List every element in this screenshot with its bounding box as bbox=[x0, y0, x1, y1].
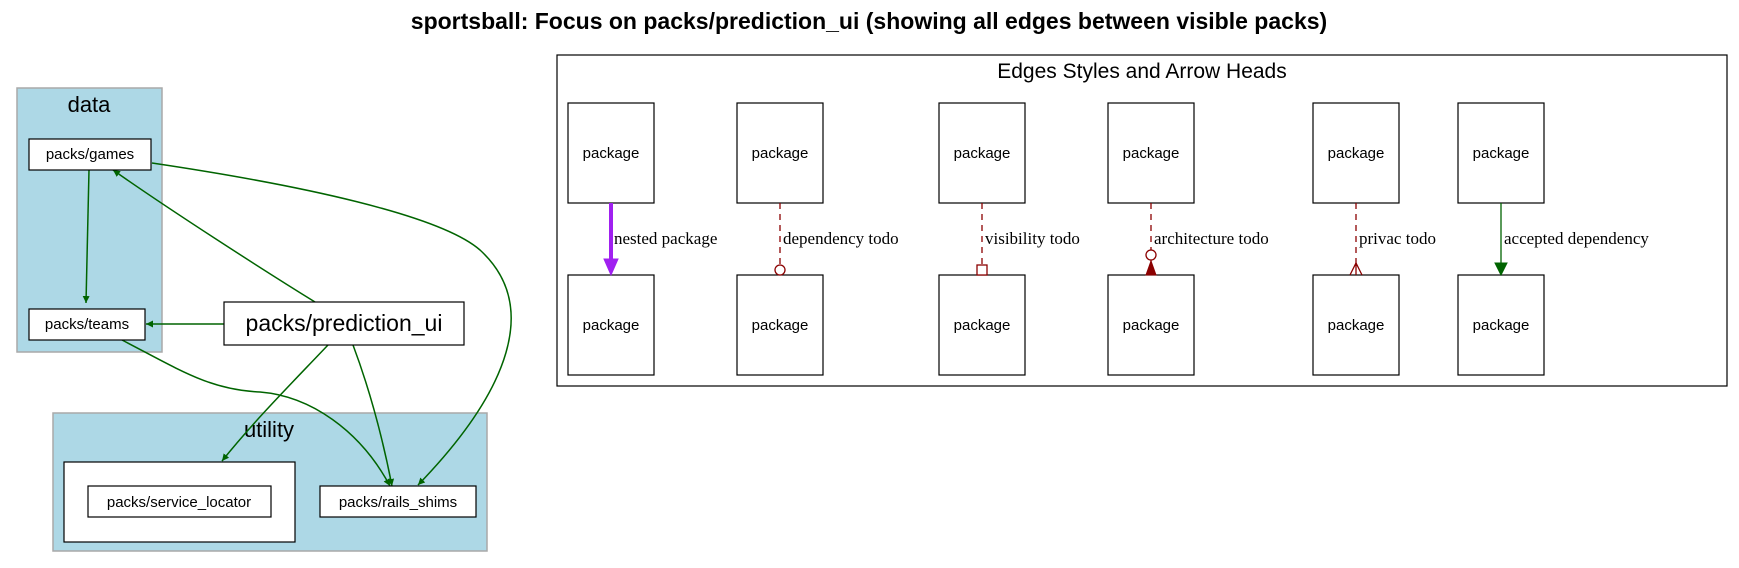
node-service-locator[interactable]: packs/service_locator bbox=[87, 485, 272, 518]
edge-games-teams bbox=[82, 169, 90, 304]
legend-package-top bbox=[1107, 102, 1195, 204]
legend-package-label: package bbox=[1123, 317, 1180, 334]
legend-package-label: package bbox=[583, 145, 640, 162]
node-games-label: packs/games bbox=[46, 146, 134, 163]
legend-item-architecture-todo: package package architecture todo bbox=[1107, 102, 1269, 376]
legend-package-label: package bbox=[1473, 145, 1530, 162]
node-service-locator-label: packs/service_locator bbox=[107, 494, 251, 511]
arrow-head-odot-normal bbox=[1145, 249, 1157, 276]
legend-package-label: package bbox=[752, 317, 809, 334]
cluster-data-label: data bbox=[68, 92, 112, 117]
node-prediction-ui[interactable]: packs/prediction_ui bbox=[223, 301, 465, 346]
node-rails-shims-label: packs/rails_shims bbox=[339, 494, 457, 511]
node-teams-label: packs/teams bbox=[45, 316, 129, 333]
arrow-head-normal bbox=[1494, 262, 1508, 277]
legend-package-top bbox=[567, 102, 655, 204]
node-games[interactable]: packs/games bbox=[28, 138, 152, 171]
node-teams[interactable]: packs/teams bbox=[28, 308, 146, 341]
legend-package-bottom bbox=[1107, 274, 1195, 376]
diagram-title: sportsball: Focus on packs/prediction_ui… bbox=[411, 8, 1327, 34]
legend-package-label: package bbox=[1328, 317, 1385, 334]
legend-package-label: package bbox=[1328, 145, 1385, 162]
legend-package-label: package bbox=[954, 317, 1011, 334]
cluster-utility-label: utility bbox=[244, 417, 294, 442]
legend-package-top bbox=[736, 102, 824, 204]
arrow-head-crow bbox=[1349, 261, 1363, 276]
legend-edge-label: nested package bbox=[614, 229, 717, 248]
legend-item-nested-package: package package nested package bbox=[567, 102, 717, 376]
node-prediction-ui-label: packs/prediction_ui bbox=[246, 310, 443, 336]
edge-prediction-games bbox=[112, 169, 316, 303]
legend-package-bottom bbox=[567, 274, 655, 376]
main-edges bbox=[82, 162, 512, 487]
legend-item-privac-todo: package package privac todo bbox=[1312, 102, 1436, 376]
legend-edge-label: privac todo bbox=[1359, 229, 1436, 248]
legend-package-label: package bbox=[1473, 317, 1530, 334]
legend-package-bottom bbox=[938, 274, 1026, 376]
legend-package-bottom bbox=[1457, 274, 1545, 376]
node-rails-shims[interactable]: packs/rails_shims bbox=[319, 485, 477, 518]
legend-title: Edges Styles and Arrow Heads bbox=[997, 60, 1287, 83]
legend-package-bottom bbox=[736, 274, 824, 376]
legend-package-label: package bbox=[752, 145, 809, 162]
legend-edge-label: accepted dependency bbox=[1504, 229, 1649, 248]
legend-item-visibility-todo: package package visibility todo bbox=[938, 102, 1080, 376]
edge-teams-rails-shims bbox=[121, 339, 391, 487]
edge-prediction-service-locator bbox=[221, 344, 329, 462]
legend-package-label: package bbox=[954, 145, 1011, 162]
legend-cluster: Edges Styles and Arrow Heads packagepack… bbox=[556, 54, 1728, 387]
legend-edge-label: visibility todo bbox=[985, 229, 1080, 248]
arrow-head-odot bbox=[774, 264, 786, 276]
arrow-head-normal bbox=[603, 258, 619, 277]
legend-item-accepted-dependency: package package accepted dependency bbox=[1457, 102, 1649, 376]
legend-package-label: package bbox=[583, 317, 640, 334]
edge-games-rails-shims bbox=[151, 162, 512, 486]
arrow-head-obox bbox=[976, 264, 988, 276]
legend-package-label: package bbox=[1123, 145, 1180, 162]
legend-edge-label: dependency todo bbox=[783, 229, 899, 248]
legend-item-dependency-todo: package package dependency todo bbox=[736, 102, 899, 376]
edge-prediction-rails-shims bbox=[352, 344, 395, 487]
cluster-data: data bbox=[16, 87, 163, 353]
legend-package-top bbox=[938, 102, 1026, 204]
legend-package-top bbox=[1457, 102, 1545, 204]
legend-edge-label: architecture todo bbox=[1154, 229, 1269, 248]
